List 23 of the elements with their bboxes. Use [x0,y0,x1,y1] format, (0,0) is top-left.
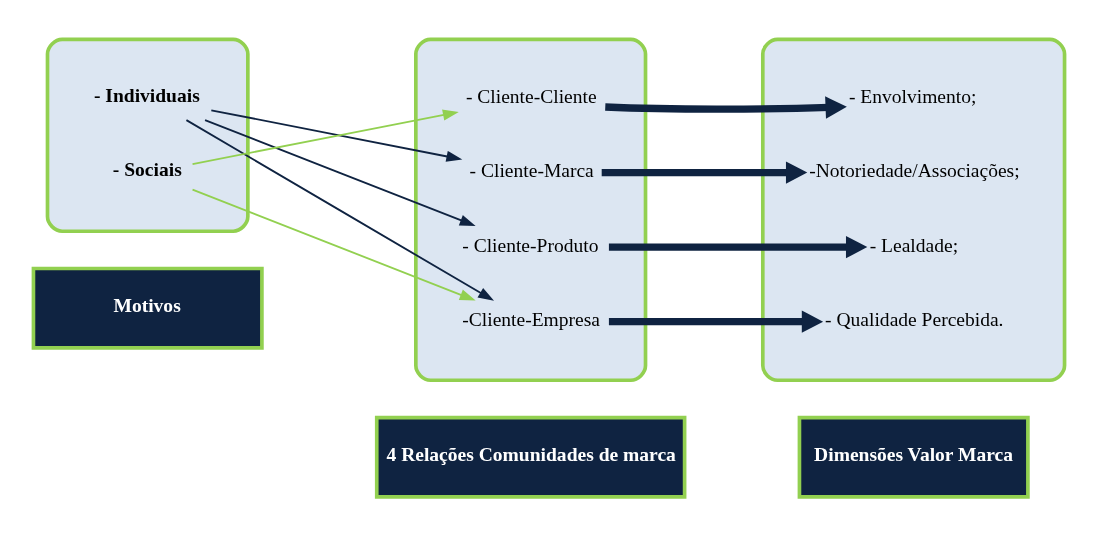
node-text: -Notoriedade/Associações; [809,159,1020,181]
node-text: - Sociais [112,158,182,180]
cluster [760,37,1067,382]
arrow [601,160,808,184]
node-box: Motivos [31,266,264,350]
node-text: - Individuais [93,84,200,105]
arrow [605,95,847,119]
node-box: 4 Relações Comunidades de marca [374,415,687,499]
node-text: - Envolvimento; [848,85,977,107]
node-text: - Cliente-Cliente [465,85,597,107]
node-text: - Cliente-Produto [462,234,599,256]
node-text: - Cliente-Marca [469,159,594,181]
arrow [608,235,868,258]
node-text: - Qualidade Percebida. [825,308,1004,330]
node-box: Dimensões Valor Marca [797,415,1030,499]
cluster [45,37,250,233]
arrow [185,118,495,301]
arrow [191,188,476,301]
cluster [414,37,648,382]
node-text: -Cliente-Empresa [462,308,601,330]
arrow [608,309,824,333]
arrow [204,118,476,226]
node-text: - Lealdade; [869,234,959,256]
